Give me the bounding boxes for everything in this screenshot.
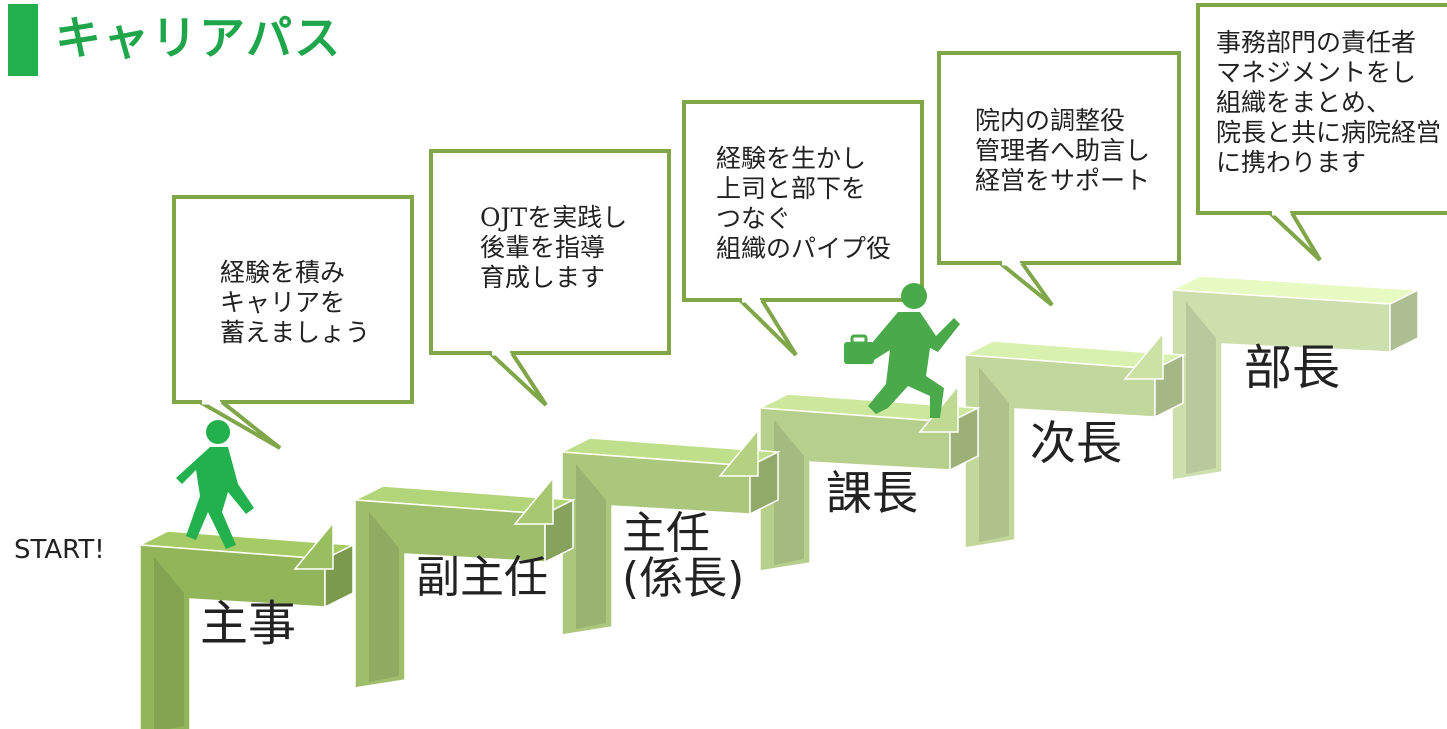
bubble-text-5: 院内の調整役 管理者へ助言し 経営をサポート [975,106,1151,195]
step-2-wedge [513,475,554,525]
walking-person-body [176,447,254,549]
start-label: START! [14,535,105,565]
bubble-2-tail [488,351,548,407]
bubble-5-tail [998,261,1054,307]
bubble-text-3: 経験を生かし 上司と部下を つなぐ 組織のパイプ役 [716,144,892,263]
step-3-pillar-shade [576,464,606,629]
step-5-wedge [1123,330,1164,380]
bubble-6-tail [1268,211,1322,262]
rank-label-1: 主事 [200,596,297,652]
step-1-pillar-shade [154,557,184,729]
running-businessperson-icon [901,283,927,309]
rank-label-2: 副主任 [416,552,548,603]
rank-label-5: 次長 [1030,416,1122,470]
bubble-1-tail [199,400,282,450]
step-6-pillar-shade [1186,302,1216,474]
bubble-1 [172,195,414,404]
rank-label-3: 主任 (係長) [622,508,745,604]
bubble-6 [1196,3,1447,215]
briefcase-handle [850,334,868,345]
walking-person-icon [206,420,230,444]
bubble-5 [937,51,1181,265]
bubble-text-6: 事務部門の責任者 マネジメントをし 組織をまとめ、 院長と共に病院経営 に携わり… [1216,28,1442,177]
title-accent-bar [8,4,38,76]
step-1-wedge [293,520,334,570]
bubble-2 [429,149,671,355]
step-3-wedge [718,427,759,477]
briefcase-icon [844,342,874,364]
bubble-3-tail [738,298,798,357]
step-6-end [1389,288,1419,354]
step-4-pillar-shade [774,420,804,565]
bubble-text-2: OJTを実践し 後輩を指導 育成します [480,203,628,292]
step-5-pillar-shade [979,367,1009,542]
running-businessperson-body [866,312,960,418]
bubble-3 [682,100,924,302]
rank-label-4: 課長 [826,466,918,520]
page-title: キャリアパス [55,11,343,65]
bubble-text-1: 経験を積み キャリアを 蓄えましょう [220,258,371,347]
rank-label-6: 部長 [1244,340,1341,396]
step-2-pillar-shade [369,512,399,682]
